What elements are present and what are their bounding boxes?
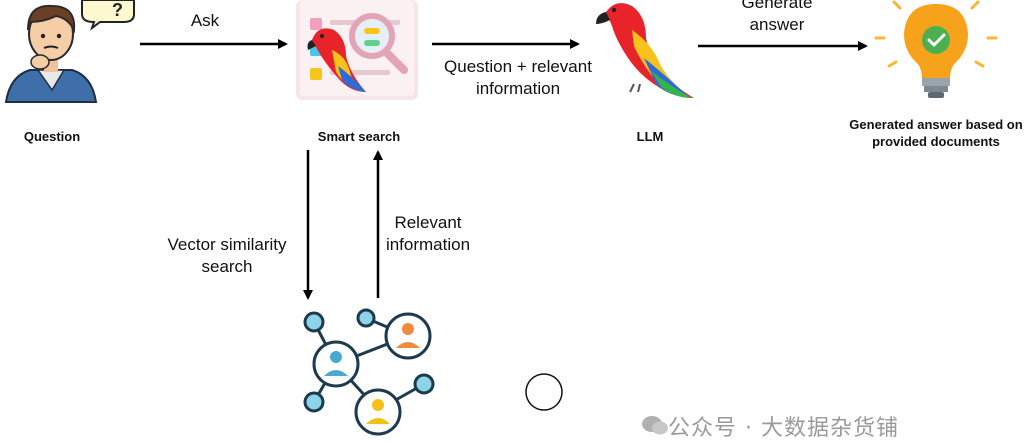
- edge-question-plus-label: Question + relevant information: [444, 57, 592, 98]
- svg-text:?: ?: [112, 0, 123, 20]
- answer-label: Generated answer based on provided docum…: [849, 117, 1023, 149]
- watermark-text: 公众号 · 大数据杂货铺: [668, 416, 899, 441]
- smart-search-label: Smart search: [317, 129, 401, 144]
- edge-generate-label: Generate answer: [741, 0, 813, 34]
- edge-ask-label: Ask: [190, 11, 220, 30]
- edge-relevant-info-label: Relevant information: [385, 213, 471, 254]
- wechat-logo-icon: [642, 416, 668, 435]
- question-label: Question: [23, 129, 81, 144]
- edge-vector-search-label: Vector similarity search: [167, 235, 287, 276]
- llm-label: LLM: [636, 129, 664, 144]
